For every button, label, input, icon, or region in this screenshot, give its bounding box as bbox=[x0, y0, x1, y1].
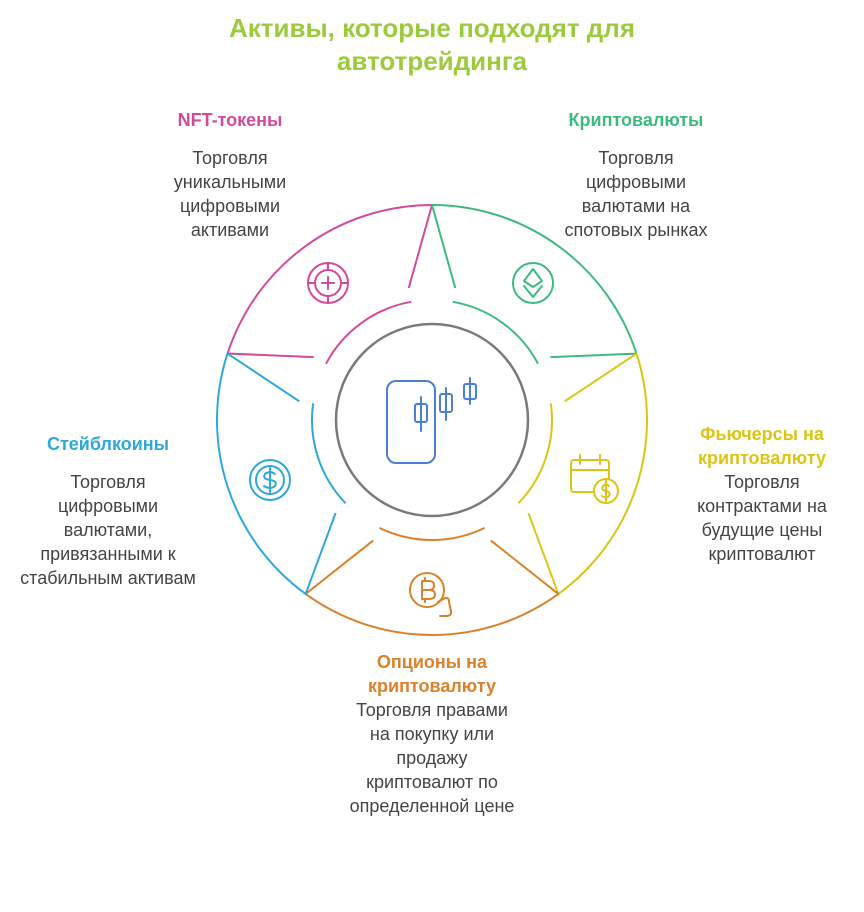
nft-token-icon bbox=[307, 262, 349, 304]
ring-segment-outline-nft bbox=[226, 204, 433, 365]
segment-label-crypto: Криптовалюты bbox=[568, 110, 704, 130]
segment-label-stable: Стейблкоины bbox=[46, 434, 170, 454]
ring-segment-outline-options bbox=[304, 526, 560, 636]
segment-label-options: Опционы на криптовалюту bbox=[368, 652, 496, 696]
segment-description-stable: Торговля цифровыми валютами, привязанным… bbox=[20, 472, 196, 588]
segment-description-nft: Торговля уникальными цифровыми активами bbox=[173, 148, 287, 240]
ring-segment-stable bbox=[216, 352, 347, 595]
segment-label-futures: Фьючерсы на криптовалюту bbox=[698, 424, 826, 468]
ring-segment-outline-futures bbox=[517, 352, 648, 595]
ring-segment-outline-stable bbox=[216, 352, 347, 595]
ring-segment-outline-crypto bbox=[431, 204, 638, 365]
segment-description-crypto: Торговля цифровыми валютами на спотовых … bbox=[564, 148, 708, 240]
ethereum-icon bbox=[512, 262, 554, 304]
ring-segment-options bbox=[304, 526, 560, 636]
segment-label-nft: NFT-токены bbox=[177, 110, 283, 130]
calendar-dollar-icon bbox=[570, 454, 619, 504]
candlestick-phone-icon bbox=[386, 377, 477, 464]
page-title: Активы, которые подходят для автотрейдин… bbox=[228, 13, 635, 76]
ring-segment-nft bbox=[226, 204, 433, 365]
center-circle bbox=[334, 322, 530, 518]
segment-description-options: Торговля правами на покупку или продажу … bbox=[349, 700, 515, 816]
ring-segment-crypto bbox=[431, 204, 638, 365]
dollar-coin-icon bbox=[249, 459, 291, 501]
bitcoin-hand-icon bbox=[409, 572, 453, 617]
ring-segment-futures bbox=[517, 352, 648, 595]
segment-description-futures: Торговля контрактами на будущие цены кри… bbox=[697, 472, 827, 564]
